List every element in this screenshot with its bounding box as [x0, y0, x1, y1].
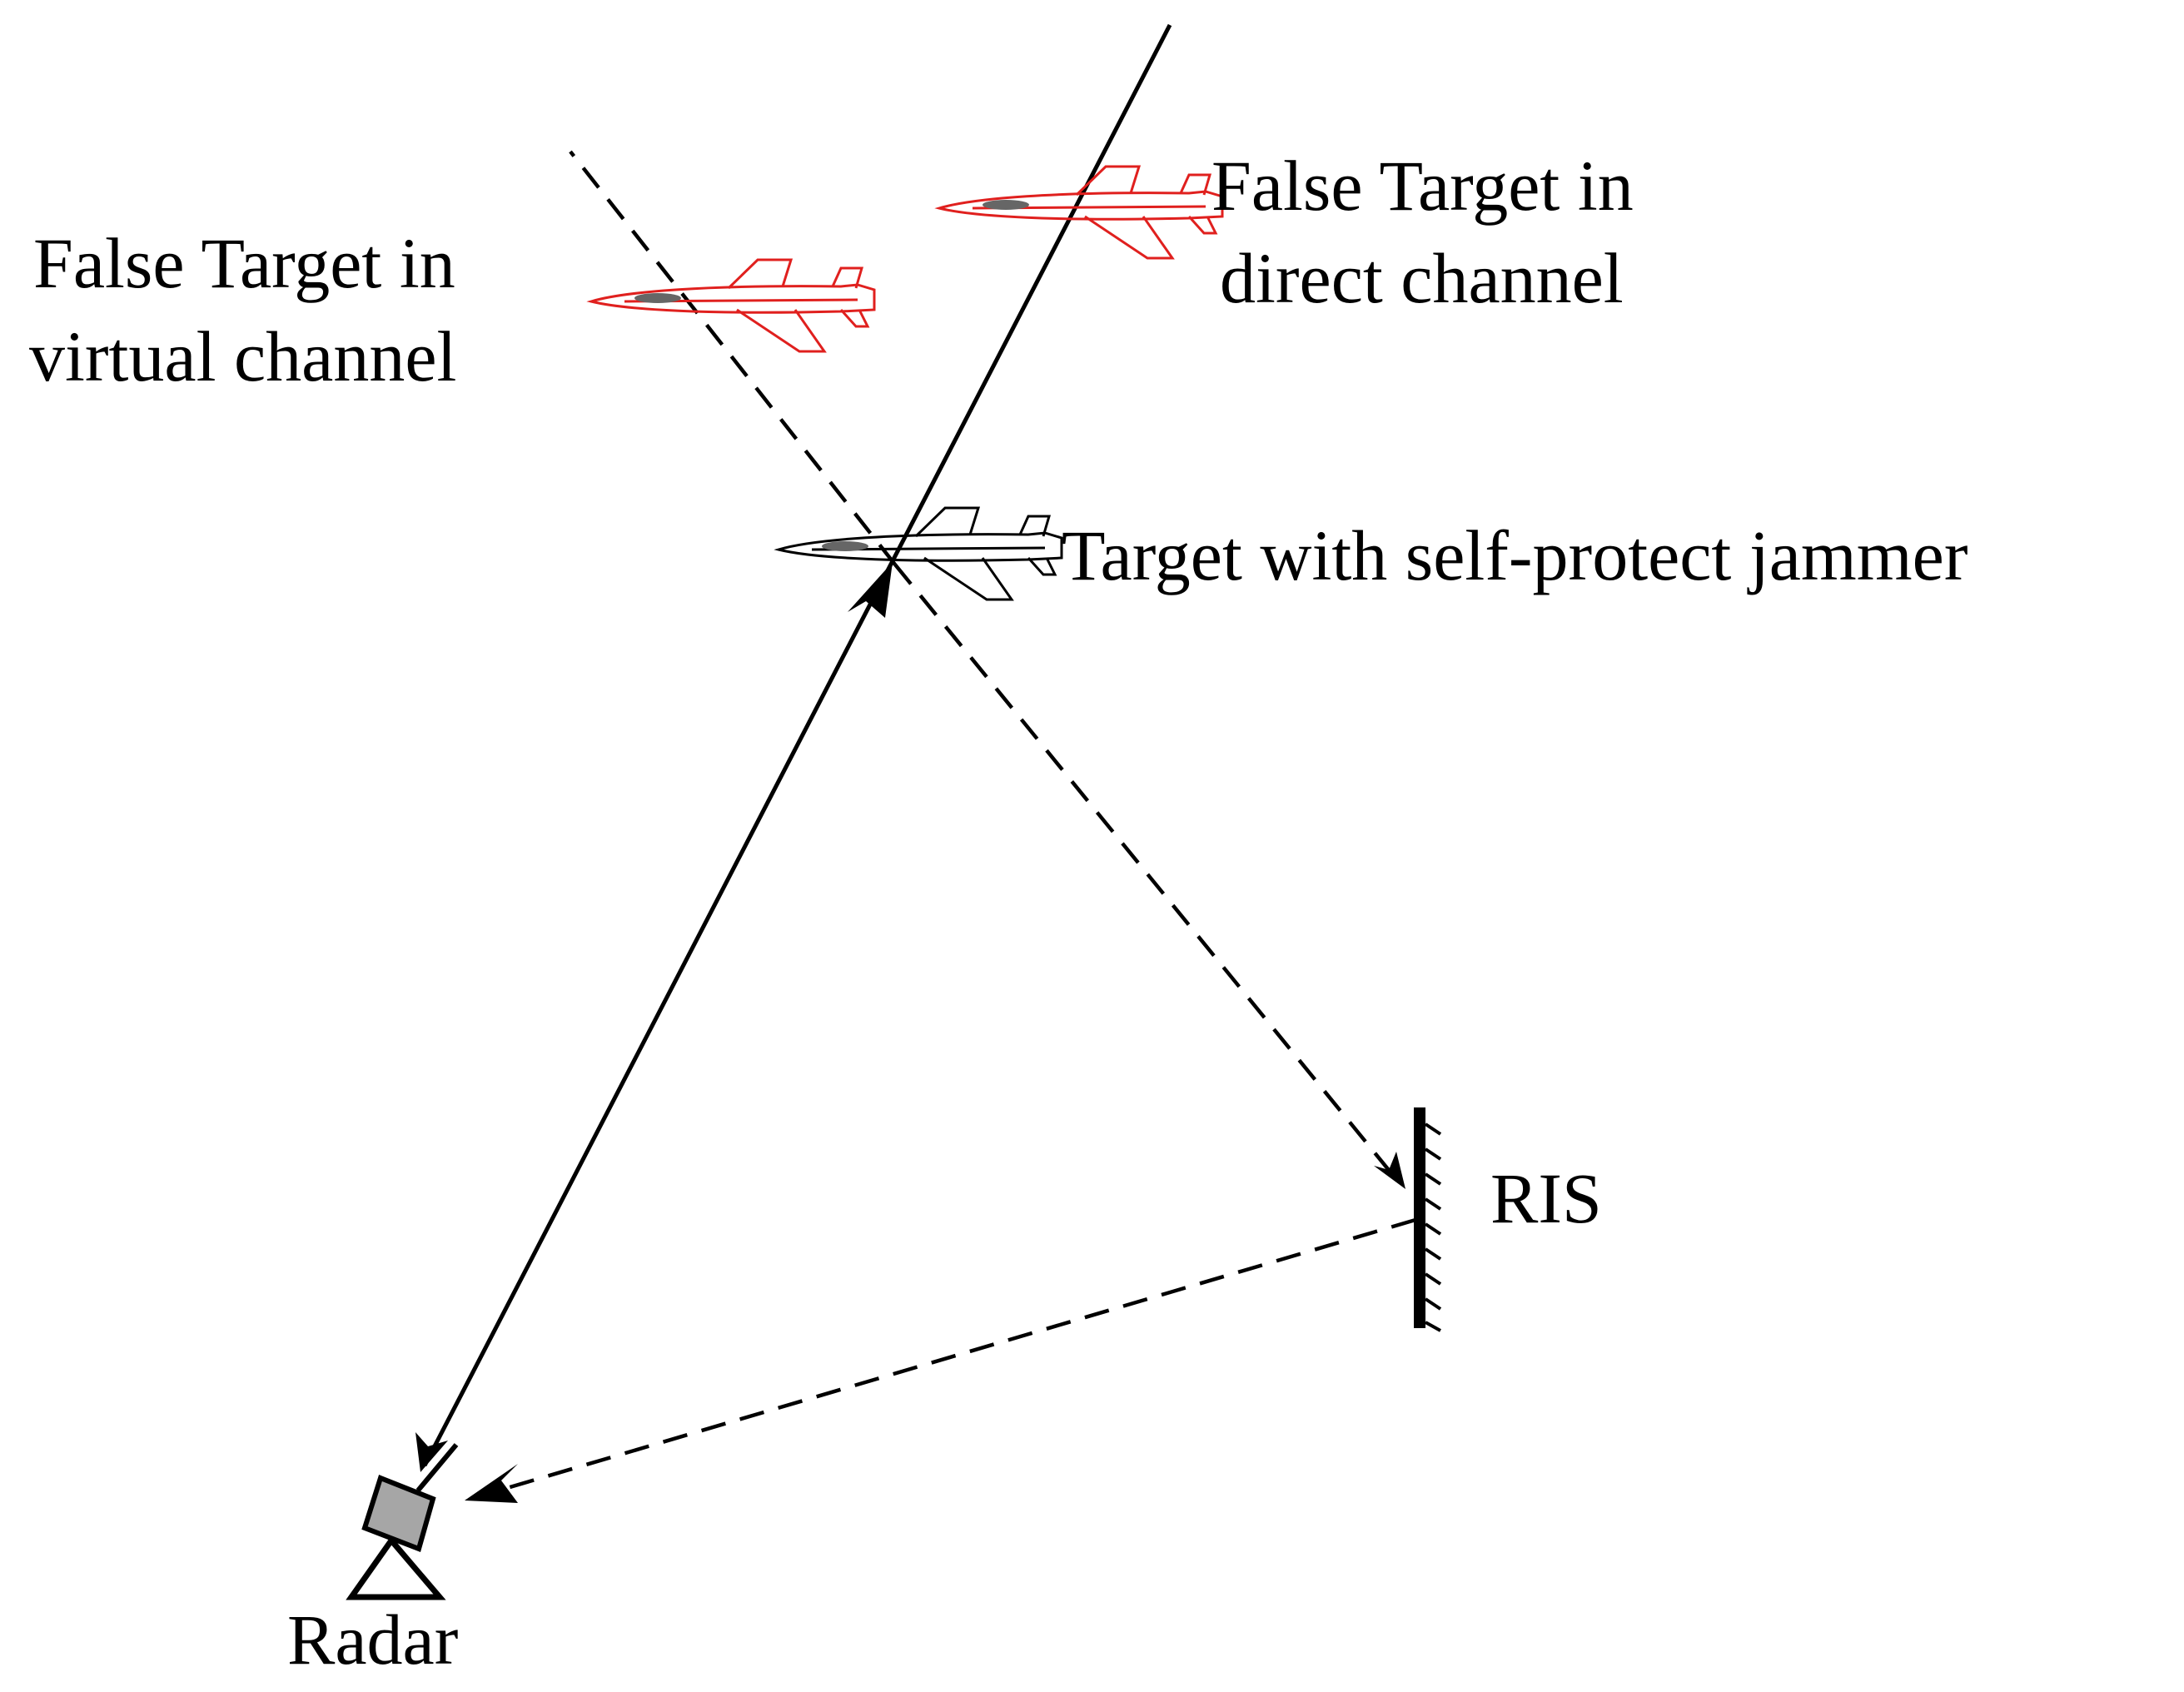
arrowhead-to-radar-via-ris — [465, 1464, 518, 1503]
direct-channel-line — [422, 23, 1172, 1467]
false-target-direct-icon — [938, 165, 1224, 260]
virtual-channel-line — [569, 150, 897, 566]
target-aircraft-icon — [777, 506, 1063, 601]
ris-reflector — [1414, 1107, 1442, 1332]
arrowhead-to-ris — [1374, 1152, 1405, 1189]
target-label: Target with self-protect jammer — [1062, 515, 1968, 595]
ris-to-radar-line — [470, 1217, 1416, 1501]
false-target-direct-label-line1: False Target in — [1211, 146, 1634, 226]
ris-label: RIS — [1490, 1158, 1602, 1238]
arrowhead-to-target — [848, 562, 893, 618]
arrowhead-to-radar-direct — [415, 1432, 448, 1472]
false-target-direct-label-line2: direct channel — [1220, 238, 1624, 318]
false-target-virtual-label-line2: virtual channel — [29, 316, 456, 396]
false-target-virtual-icon — [590, 258, 876, 353]
radar-icon — [346, 1443, 459, 1600]
false-target-virtual-label-line1: False Target in — [33, 223, 455, 303]
radar-label: Radar — [287, 1600, 458, 1680]
target-to-ris-line — [893, 563, 1400, 1184]
